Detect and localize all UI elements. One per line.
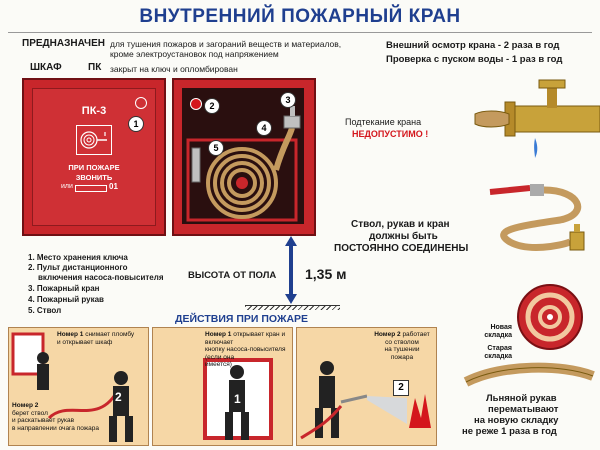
call-or: или xyxy=(61,183,73,190)
marker-2: 2 xyxy=(204,98,220,114)
cabinet-code: ПК-3 xyxy=(81,105,107,117)
hose-reel-icon xyxy=(76,125,112,155)
call-line-1: ПРИ ПОЖАРЕ xyxy=(68,163,120,172)
call-number: 01 xyxy=(109,182,118,191)
cabinet-door: ПК-3 ПРИ ПОЖАРЕ ЗВОНИТЬ или 01 xyxy=(32,88,156,226)
panel1-marker: 2 xyxy=(115,390,122,404)
leak-line-1: Подтекание крана xyxy=(345,117,422,127)
reroll-line-3: на новую складку xyxy=(474,415,559,426)
key-hole-icon xyxy=(135,97,147,109)
panel3-marker: 2 xyxy=(393,380,409,396)
connection-line-1: Ствол, рукав и кран xyxy=(351,219,450,230)
legend-item-3: 3. Пожарный кран xyxy=(28,284,100,293)
height-value: 1,35 м xyxy=(305,266,347,282)
leak-line-2: НЕДОПУСТИМО ! xyxy=(352,129,429,139)
legend-item-2-cont: включения насоса-повысителя xyxy=(38,273,164,282)
inspection-line-2: Проверка с пуском воды - 1 раз в год xyxy=(386,54,563,65)
leaking-valve-icon xyxy=(465,74,600,170)
cabinet-open: 2 3 4 5 xyxy=(172,78,316,236)
actions-title: ДЕЙСТВИЯ ПРИ ПОЖАРЕ xyxy=(175,313,309,325)
cabinet-label: ШКАФ xyxy=(30,62,62,73)
phone-dashes xyxy=(75,185,107,192)
connected-hose-icon xyxy=(470,170,600,270)
marker-1: 1 xyxy=(128,116,144,132)
poster-title: ВНУТРЕННИЙ ПОЖАРНЫЙ КРАН xyxy=(139,6,461,27)
panel2-marker: 1 xyxy=(234,392,241,406)
purpose-line-1: для тушения пожаров и загораний веществ … xyxy=(110,39,342,49)
call-line-2: ЗВОНИТЬ xyxy=(75,173,113,182)
reroll-line-1: Льняной рукав xyxy=(486,393,557,404)
rolled-hose-icon xyxy=(515,282,585,352)
legend-item-4: 4. Пожарный рукав xyxy=(28,295,104,304)
cabinet-locked-text: закрыт на ключ и опломбирован xyxy=(110,64,238,74)
legend-item-2: 2. Пульт дистанционного xyxy=(28,263,128,272)
cabinet-closed: ПК-3 ПРИ ПОЖАРЕ ЗВОНИТЬ или 01 1 xyxy=(22,78,166,236)
flat-hose-icon xyxy=(462,360,597,390)
height-arrow-icon xyxy=(283,234,299,306)
purpose-label: ПРЕДНАЗНАЧЕН xyxy=(22,38,105,49)
reroll-line-2: перематывают xyxy=(488,404,559,415)
title-underline xyxy=(8,32,592,33)
connection-line-2: должны быть xyxy=(369,231,438,242)
cabinet-pk-label: ПК xyxy=(88,62,102,73)
connection-line-3: ПОСТОЯННО СОЕДИНЕНЫ xyxy=(334,243,469,254)
marker-3: 3 xyxy=(280,92,296,108)
cabinet-interior: 2 3 4 5 xyxy=(182,88,304,224)
inspection-line-1: Внешний осмотр крана - 2 раза в год xyxy=(386,40,560,51)
floor-line xyxy=(245,305,340,310)
reroll-line-4: не реже 1 раза в год xyxy=(462,426,557,437)
marker-5: 5 xyxy=(208,140,224,156)
height-label: ВЫСОТА ОТ ПОЛА xyxy=(188,270,277,281)
legend-item-1: 1. Место хранения ключа xyxy=(28,253,128,262)
purpose-line-2: кроме электроустановок под напряжением xyxy=(110,49,279,59)
legend-item-5: 5. Ствол xyxy=(28,306,62,315)
remote-button-icon xyxy=(190,98,202,110)
marker-4: 4 xyxy=(256,120,272,136)
